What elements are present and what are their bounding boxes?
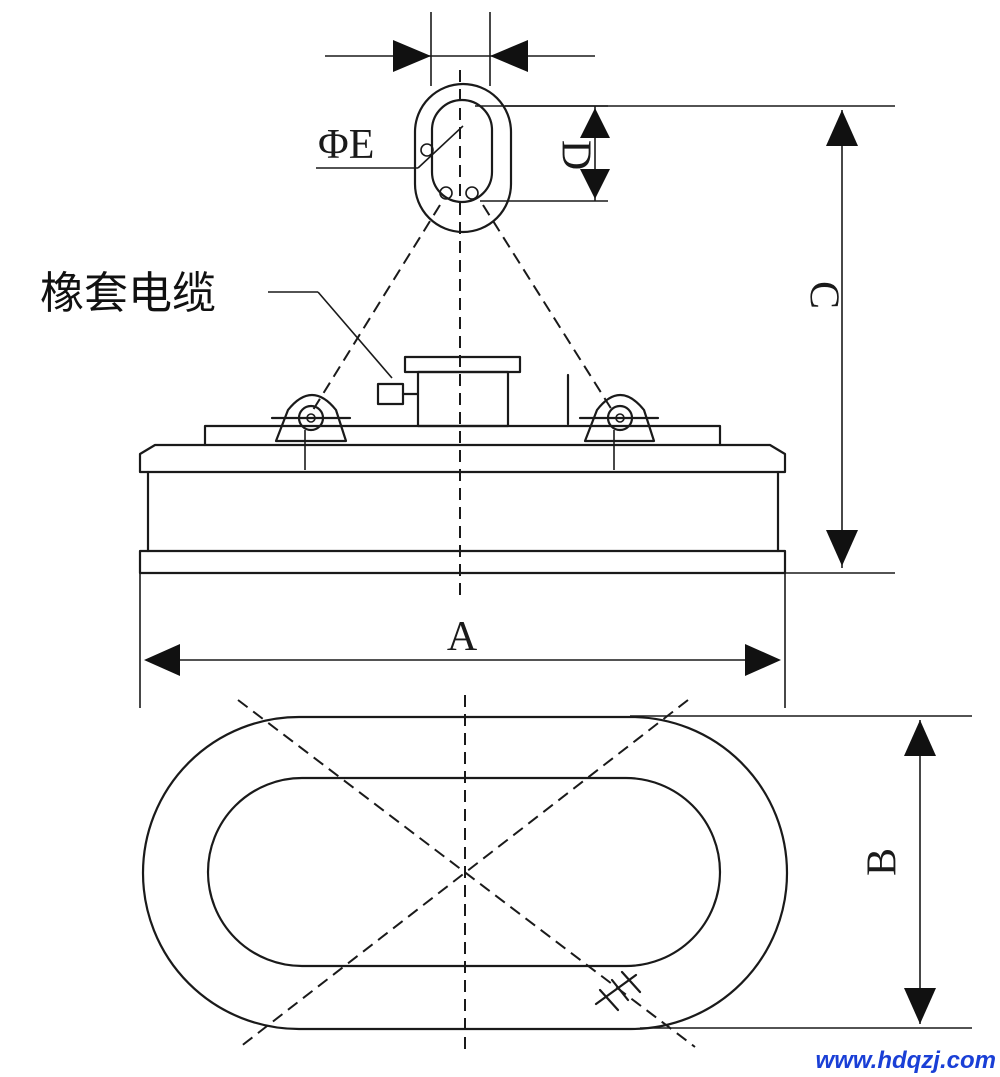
magnet-body xyxy=(138,355,787,575)
a-dimension xyxy=(139,573,786,708)
d-label: D xyxy=(552,140,598,170)
weld-mark xyxy=(594,970,642,1012)
lifting-ring xyxy=(413,82,513,234)
chains xyxy=(312,70,613,595)
right-lug xyxy=(578,394,660,470)
left-lug xyxy=(270,394,352,470)
d-dimension xyxy=(475,105,610,202)
oval-plan-view xyxy=(141,695,789,1050)
cable-label: 橡套电缆 xyxy=(40,268,216,319)
website-watermark: www.hdqzj.com xyxy=(816,1047,996,1074)
cable-leader xyxy=(268,291,393,379)
b-dimension xyxy=(630,715,972,1029)
phi-e-dimension xyxy=(316,12,595,169)
a-label: A xyxy=(447,614,478,660)
c-dimension xyxy=(505,105,895,574)
phi-e-label: ΦE xyxy=(318,122,374,168)
b-label: B xyxy=(860,848,906,876)
c-label: C xyxy=(800,281,846,309)
